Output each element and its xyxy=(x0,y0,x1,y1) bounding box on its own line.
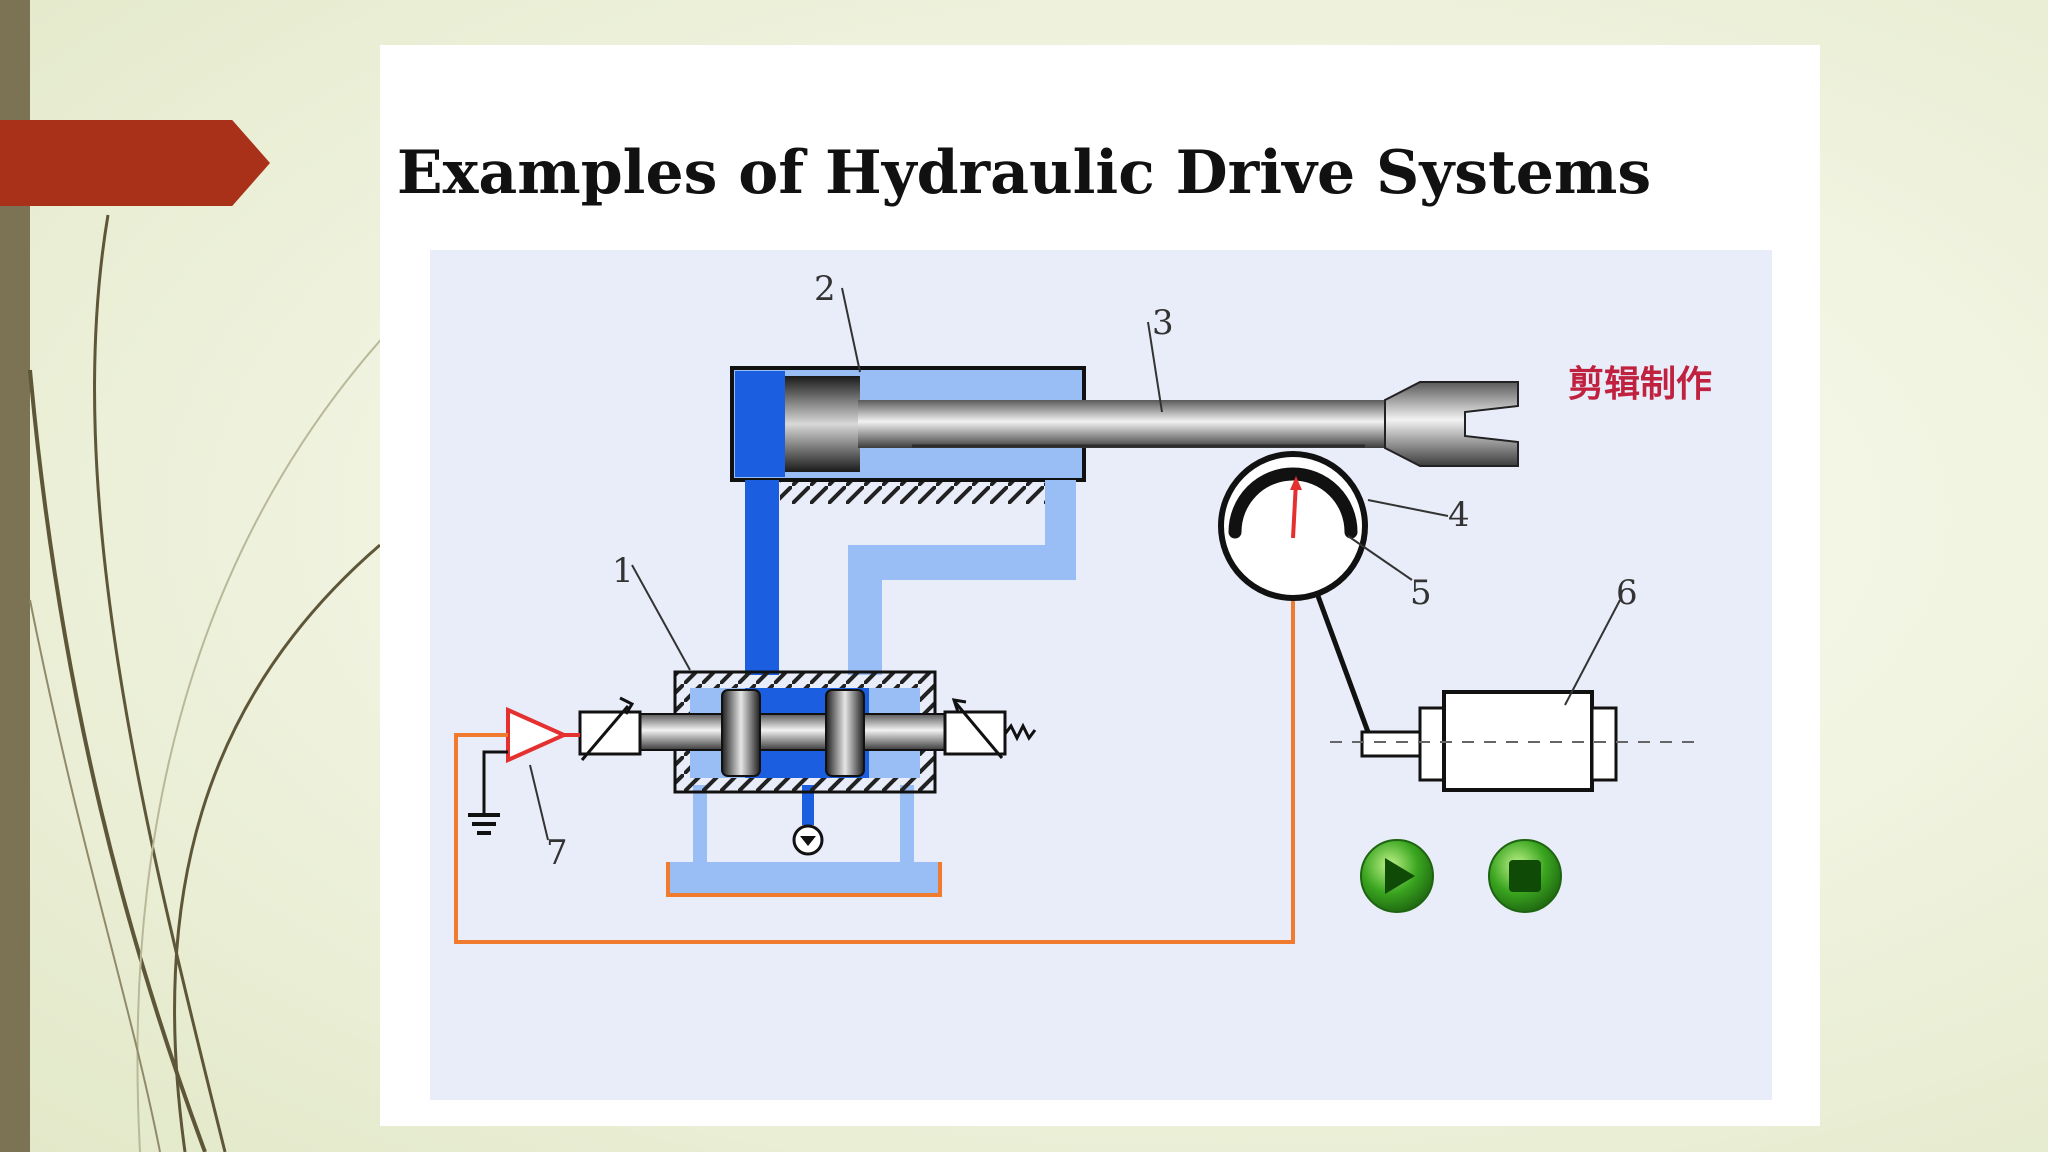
stop-icon xyxy=(1509,860,1541,892)
servo-valve xyxy=(639,670,946,794)
callout-4: 4 xyxy=(1448,495,1470,535)
callout-7: 7 xyxy=(546,833,568,873)
oil-tank xyxy=(666,862,942,897)
title-accent-arrow xyxy=(0,120,270,206)
piston-rod xyxy=(858,381,1519,467)
cylinder-ground-hatch xyxy=(780,482,1045,504)
feedback-gauge xyxy=(1218,451,1368,601)
callout-5: 5 xyxy=(1410,573,1432,613)
amplifier xyxy=(468,706,580,835)
play-icon xyxy=(1385,858,1415,894)
stop-button[interactable] xyxy=(1488,839,1562,913)
callout-leaders xyxy=(529,287,1621,841)
callout-3: 3 xyxy=(1152,303,1174,343)
watermark-text: 剪辑制作 xyxy=(1568,364,1712,405)
electric-motor xyxy=(1330,690,1700,792)
valve-solenoid-right xyxy=(943,698,1037,759)
slide-title: Examples of Hydraulic Drive Systems xyxy=(396,138,1652,208)
callout-2: 2 xyxy=(814,269,836,309)
decorative-curves xyxy=(28,214,386,1152)
callout-6: 6 xyxy=(1616,573,1638,613)
hydraulic-pipes xyxy=(693,480,1076,862)
feedback-signal-line xyxy=(454,590,1295,944)
diagram-panel xyxy=(430,250,1772,1100)
link-arm xyxy=(1315,595,1371,733)
callout-1: 1 xyxy=(612,551,634,591)
play-button[interactable] xyxy=(1360,839,1434,913)
valve-solenoid-left xyxy=(578,696,642,761)
